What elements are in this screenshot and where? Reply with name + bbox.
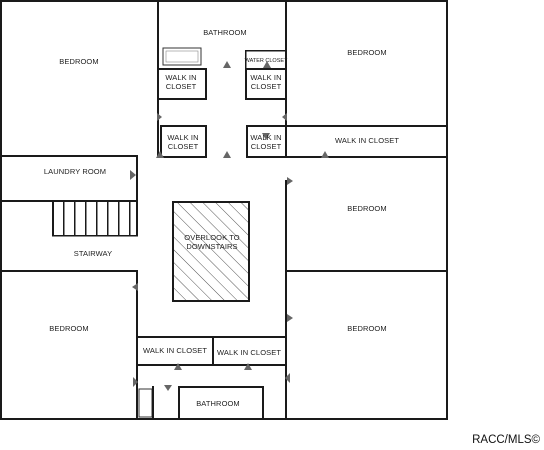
interior-walls [0, 2, 448, 420]
label-overlook-line1: OVERLOOK TO [184, 233, 239, 242]
label-walk-in-closet-2-line1: WALK IN [250, 73, 281, 82]
label-walk-in-closet-bottom-left: WALK IN CLOSET [143, 346, 207, 355]
stair-treads [63, 202, 131, 235]
label-overlook-line2: DOWNSTAIRS [186, 242, 237, 251]
label-bedroom-mid-right: BEDROOM [347, 204, 386, 213]
label-walk-in-closet-1-line2: CLOSET [166, 82, 197, 91]
label-bathroom-bottom: BATHROOM [196, 399, 240, 408]
door-arrows [130, 61, 329, 391]
label-bedroom-bottom-left: BEDROOM [49, 324, 88, 333]
label-walk-in-closet-4-line2: CLOSET [251, 142, 282, 151]
watermark: RACC/MLS© [472, 434, 540, 446]
outer-walls [0, 0, 448, 420]
room-labels: BATHROOM BEDROOM BEDROOM WATER CLOSET WA… [44, 28, 399, 408]
label-bedroom-bottom-right: BEDROOM [347, 324, 386, 333]
label-walk-in-closet-3-line2: CLOSET [168, 142, 199, 151]
label-walk-in-closet-1-line1: WALK IN [165, 73, 196, 82]
label-stairway: STAIRWAY [74, 249, 112, 258]
label-walk-in-closet-3-line1: WALK IN [167, 133, 198, 142]
label-walk-in-closet-right: WALK IN CLOSET [335, 136, 399, 145]
label-walk-in-closet-bottom-right: WALK IN CLOSET [217, 348, 281, 357]
label-bathroom-top: BATHROOM [203, 28, 247, 37]
label-walk-in-closet-4-line1: WALK IN [250, 133, 281, 142]
label-bedroom-top-right: BEDROOM [347, 48, 386, 57]
label-walk-in-closet-2-line2: CLOSET [251, 82, 282, 91]
label-water-closet: WATER CLOSET [245, 58, 288, 64]
overlook-area [172, 201, 250, 302]
label-bedroom-top-left: BEDROOM [59, 57, 98, 66]
label-laundry-room: LAUNDRY ROOM [44, 167, 106, 176]
